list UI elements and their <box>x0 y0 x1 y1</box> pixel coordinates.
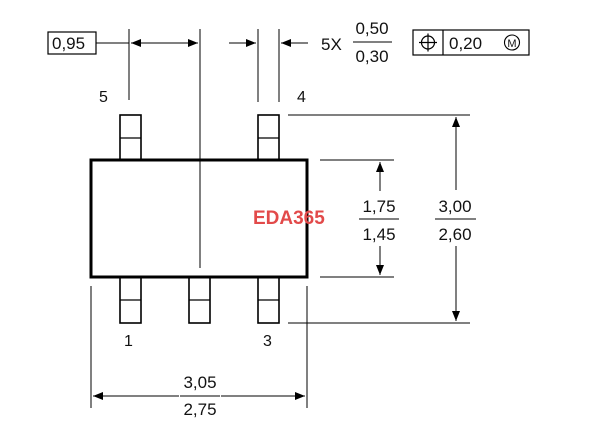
total-width-min: 2,60 <box>438 225 471 244</box>
mmc-modifier-icon: M <box>503 34 521 51</box>
lead-pin-2 <box>188 276 211 324</box>
pin-label-1: 1 <box>124 333 133 350</box>
tolerance-value: 0,20 <box>449 34 482 53</box>
total-length-max: 3,05 <box>183 373 216 392</box>
package-body <box>89 158 309 279</box>
lead-width-min: 0,30 <box>355 47 388 66</box>
pin-label-4: 4 <box>297 89 306 106</box>
total-length-min: 2,75 <box>183 400 216 419</box>
lead-count: 5X <box>321 35 342 54</box>
tolerance-frame-box <box>412 29 530 56</box>
mmc-modifier-letter: M <box>507 38 516 50</box>
lead-width-dimension: 5X 0,50 0,30 <box>229 19 392 102</box>
pitch-dimension: 0,95 <box>47 29 198 100</box>
lead-width-max: 0,50 <box>355 19 388 38</box>
position-symbol-icon <box>419 33 437 52</box>
total-width-dimension: 3,00 2,60 <box>288 114 476 324</box>
body-width-max: 1,75 <box>362 197 395 216</box>
pin-label-3: 3 <box>263 333 272 350</box>
total-length-dimension: 3,05 2,75 <box>90 286 308 419</box>
pin-label-5: 5 <box>99 89 108 106</box>
lead-pin-4 <box>257 114 280 161</box>
total-width-max: 3,00 <box>438 197 471 216</box>
watermark-text: EDA365 <box>253 208 325 229</box>
position-tolerance-frame: 0,20 M <box>412 29 530 56</box>
lead-pin-1 <box>119 276 142 324</box>
pitch-value: 0,95 <box>52 34 85 53</box>
lead-pin-3 <box>257 276 280 324</box>
body-width-min: 1,45 <box>362 225 395 244</box>
body-width-dimension: 1,75 1,45 <box>320 159 399 278</box>
lead-pin-5 <box>119 114 142 161</box>
